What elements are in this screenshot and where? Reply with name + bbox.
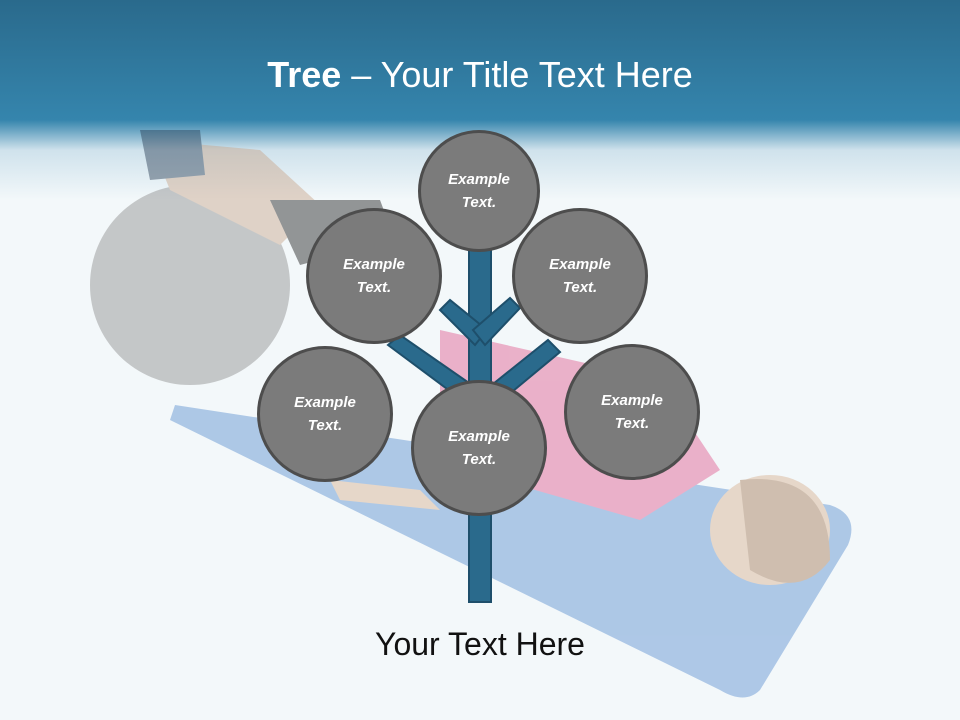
node-upper-right: Example Text. bbox=[512, 208, 648, 344]
node-top: Example Text. bbox=[418, 130, 540, 252]
shoes-shape bbox=[140, 130, 205, 180]
legs-shape bbox=[150, 140, 320, 245]
title-bold: Tree bbox=[267, 54, 342, 95]
arm-shape bbox=[330, 480, 440, 510]
exercise-ball bbox=[90, 185, 290, 385]
branch-upper-right bbox=[471, 296, 522, 347]
title-separator: – bbox=[341, 54, 381, 95]
node-lower-left: Example Text. bbox=[257, 346, 393, 482]
slide-caption: Your Text Here bbox=[375, 626, 585, 662]
node-center: Example Text. bbox=[411, 380, 547, 516]
node-upper-left: Example Text. bbox=[306, 208, 442, 344]
slide-title: Tree – Your Title Text Here bbox=[0, 52, 960, 98]
node-lower-right: Example Text. bbox=[564, 344, 700, 480]
head-shape bbox=[710, 475, 830, 585]
title-text: Your Title Text Here bbox=[380, 54, 693, 95]
hair-shape bbox=[740, 479, 830, 583]
